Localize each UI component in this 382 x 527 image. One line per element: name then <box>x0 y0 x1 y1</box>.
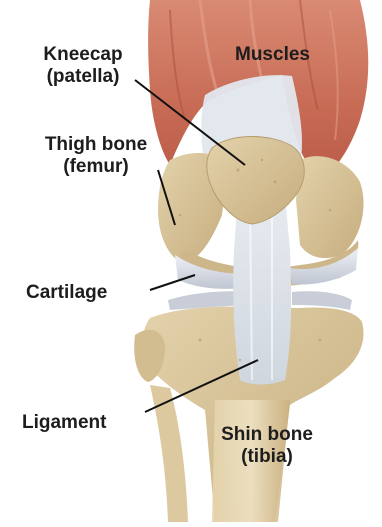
muscles-label: Muscles <box>235 44 310 66</box>
ligament-shape <box>233 195 291 385</box>
shin-bone-label-line2: (tibia) <box>212 446 322 468</box>
kneecap-label-line2: (patella) <box>28 66 138 88</box>
kneecap-label: Kneecap (patella) <box>28 44 138 88</box>
thigh-bone-label-line2: (femur) <box>28 156 164 178</box>
thigh-bone-label: Thigh bone (femur) <box>28 134 164 178</box>
ligament-label: Ligament <box>22 412 106 434</box>
cartilage-label: Cartilage <box>26 282 107 304</box>
kneecap-label-line1: Kneecap <box>28 44 138 66</box>
shin-bone-label-line1: Shin bone <box>212 424 322 446</box>
thigh-bone-label-line1: Thigh bone <box>28 134 164 156</box>
shin-bone-label: Shin bone (tibia) <box>212 424 322 468</box>
